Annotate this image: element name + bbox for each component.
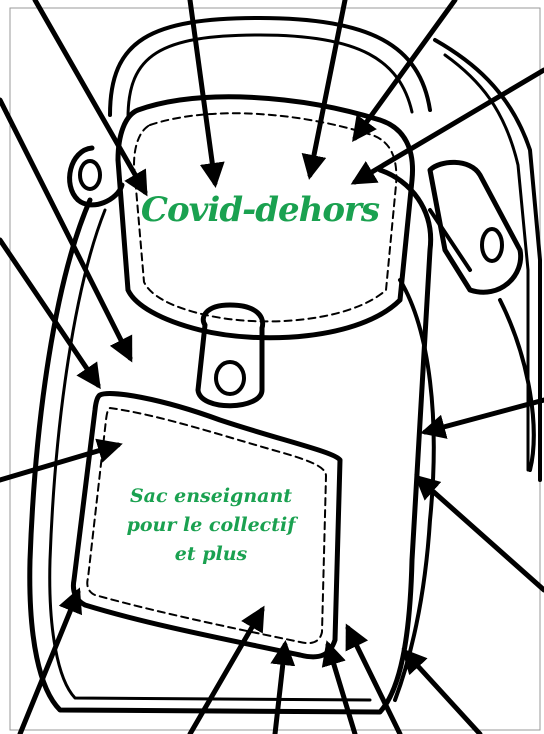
pocket-line: pour le collectif	[96, 511, 326, 540]
arrow	[348, 628, 400, 734]
arrow	[275, 645, 285, 734]
arrow	[405, 652, 480, 734]
arrow	[418, 478, 544, 590]
arrow	[310, 0, 345, 175]
arrow	[355, 70, 544, 182]
arrow	[425, 400, 544, 432]
pocket-line: et plus	[96, 540, 326, 569]
left-loop	[70, 148, 122, 205]
arrow	[0, 100, 130, 358]
arrow	[190, 610, 262, 734]
arrow	[355, 0, 455, 138]
arrow	[190, 0, 215, 183]
poster-title: Covid-dehors	[120, 190, 400, 230]
pocket-line: Sac enseignant	[96, 482, 326, 511]
pocket-caption: Sac enseignant pour le collectif et plus	[96, 482, 326, 569]
arrow	[328, 645, 355, 734]
